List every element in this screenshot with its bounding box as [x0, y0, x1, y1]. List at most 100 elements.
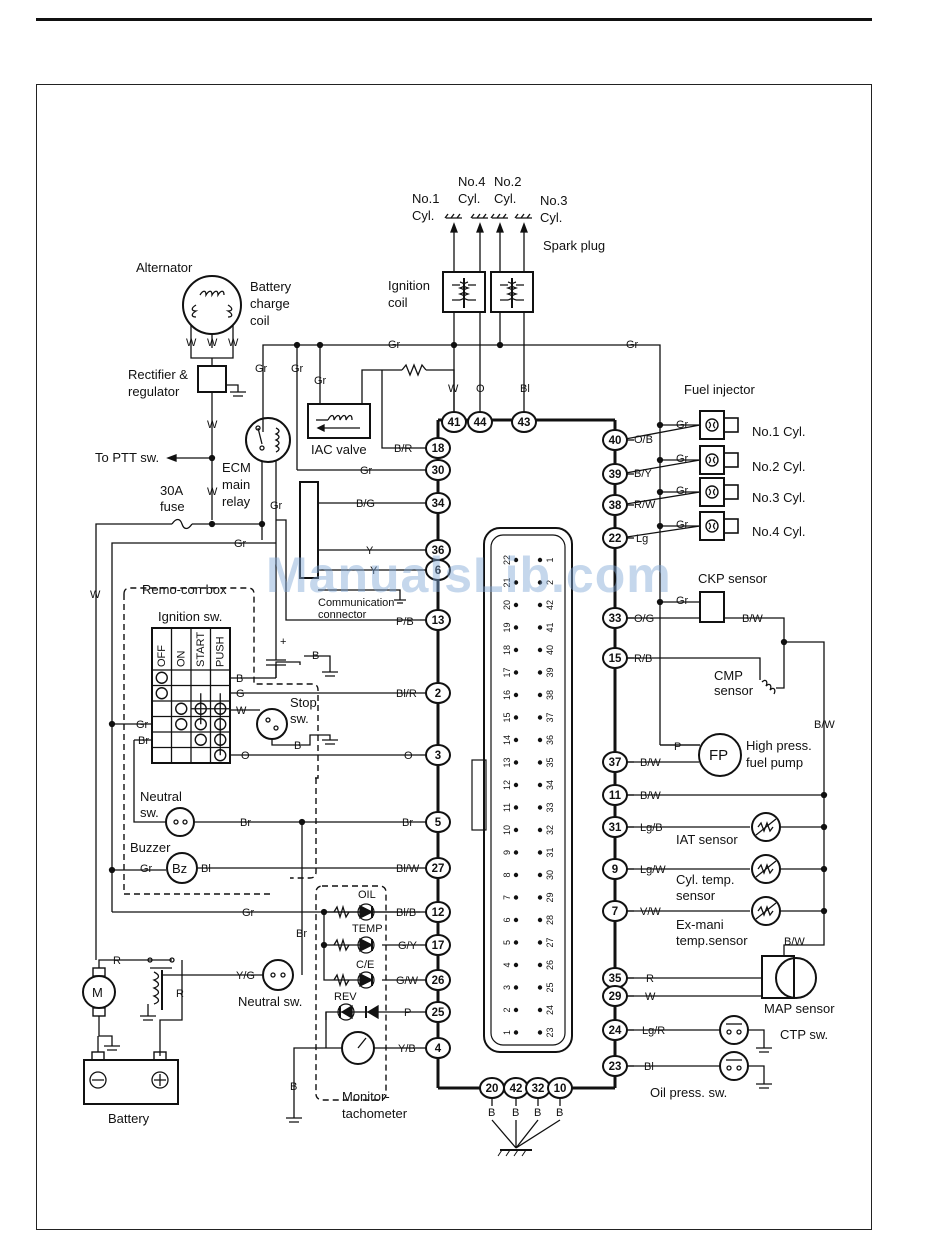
ign-col-start: START	[195, 632, 207, 667]
ecm-pin-23: 23	[609, 1061, 622, 1073]
wire-gr4: Gr	[388, 339, 401, 351]
wire-y-36: Y	[366, 545, 374, 557]
connector-num: 33	[545, 802, 555, 812]
wire-blw-27: Bl/W	[396, 863, 420, 875]
ecm-pin-12-bubble	[425, 901, 451, 923]
wire-b-10: B	[556, 1107, 563, 1119]
neutral-top-label-b: sw.	[140, 805, 159, 820]
oil-press-label: Oil press. sw.	[650, 1085, 727, 1100]
connector-dot	[537, 962, 543, 968]
connector-dot	[513, 850, 519, 855]
ecm-pin-5: 5	[435, 817, 442, 829]
connector-dot	[513, 715, 519, 720]
monitor-tachometer	[286, 885, 420, 1123]
communication-connector	[297, 469, 420, 604]
cmp-label-b: sensor	[714, 683, 754, 698]
wire-br-18: B/R	[394, 443, 412, 455]
connector-dot	[513, 670, 519, 675]
comm-label-a: Communication	[318, 597, 394, 609]
connector-num: 30	[545, 870, 555, 880]
motor-label: M	[92, 985, 103, 1000]
ign-col-push: PUSH	[215, 636, 227, 667]
map-label: MAP sensor	[764, 1001, 835, 1016]
connector-num: 16	[502, 690, 512, 700]
connector-num: 28	[545, 915, 555, 925]
ecm-pin-10-bubble	[547, 1077, 573, 1099]
to-ptt-label: To PTT sw.	[95, 450, 159, 465]
ecm-pin-30-bubble	[425, 459, 451, 481]
iac-valve-label: IAC valve	[311, 442, 367, 457]
ecm-pin-6-bubble	[425, 559, 451, 581]
wire-br3: Br	[296, 928, 307, 940]
ecm-pin-41: 41	[448, 417, 461, 429]
ecm-pin-35: 35	[609, 973, 622, 985]
hp-pump-label-a: High press.	[746, 738, 812, 753]
connector-dot	[513, 625, 519, 630]
ecm-pin-38: 38	[609, 500, 622, 512]
ecm-main-relay	[245, 417, 420, 640]
ignition-switch-table	[151, 627, 231, 764]
rectifier-label-a: Rectifier &	[128, 367, 188, 382]
ecm-pin-33-bubble	[602, 607, 628, 629]
connector-num: 29	[545, 892, 555, 902]
wire-lgw-9: Lg/W	[640, 864, 666, 876]
connector-num: 39	[545, 667, 555, 677]
wire-gy-17: G/Y	[398, 940, 418, 952]
ignition-switch-wires	[133, 640, 420, 823]
connector-num: 18	[502, 645, 512, 655]
connector-dot	[513, 737, 519, 743]
connector-num: 13	[502, 757, 512, 767]
fuse-label-b: fuse	[160, 499, 185, 514]
ecm-pin-2-bubble	[425, 682, 451, 704]
connector-dot	[537, 940, 543, 945]
ecm-pin-9-bubble	[602, 858, 628, 880]
spark-plugs	[442, 213, 534, 412]
ecm-pin-23-bubble	[602, 1055, 628, 1077]
ecm-connector	[471, 527, 573, 1053]
connector-num: 25	[545, 982, 555, 992]
monitor-label-b: tachometer	[342, 1106, 408, 1121]
iat-label: IAT sensor	[676, 832, 738, 847]
wire-gr10: Gr	[242, 907, 255, 919]
connector-dot	[513, 940, 519, 945]
inj2-label: No.2 Cyl.	[752, 459, 805, 474]
connector-dot	[537, 602, 543, 608]
connector-num: 1	[502, 1030, 512, 1035]
ecm-pin-4-bubble	[425, 1037, 451, 1059]
wire-o2: O	[241, 750, 250, 762]
ecm-pin-39: 39	[609, 469, 622, 481]
ecm-pin-17-bubble	[425, 934, 451, 956]
wire-by-39: B/Y	[634, 468, 652, 480]
connector-dot	[513, 962, 519, 968]
bz-label: Bz	[172, 861, 187, 876]
wire-yg: Y/G	[236, 970, 255, 982]
spark-plug-label: Spark plug	[543, 238, 605, 253]
connector-num: 11	[502, 803, 512, 812]
ecm-pin-32: 32	[532, 1083, 545, 1095]
ecm-pin-44: 44	[474, 417, 487, 429]
connector-dot	[513, 692, 519, 698]
exmani-label-b: temp.sensor	[676, 933, 748, 948]
neutral-sw-label: Neutral sw.	[238, 994, 302, 1009]
wire-bl2: Bl	[201, 863, 211, 875]
wire-gr1: Gr	[255, 363, 268, 375]
wire-w4: W	[207, 419, 218, 431]
connector-dot	[537, 692, 543, 698]
hp-pump-label-b: fuel pump	[746, 755, 803, 770]
page-top-rule	[36, 18, 872, 21]
remocon-label: Remo-con box	[142, 582, 227, 597]
connector-num: 26	[545, 960, 555, 970]
connector-num: 17	[502, 667, 512, 677]
inj4-label: No.4 Cyl.	[752, 524, 805, 539]
connector-dot	[537, 827, 543, 833]
connector-num: 36	[545, 735, 555, 745]
wire-p-25: P	[404, 1007, 411, 1019]
ign-col-off: OFF	[156, 645, 168, 667]
wire-gr2: Gr	[291, 363, 304, 375]
connector-num: 37	[545, 712, 555, 722]
cyl1-label-a: No.1	[412, 191, 439, 206]
fuel-injectors	[619, 410, 739, 541]
ecm-pin-22: 22	[609, 533, 622, 545]
